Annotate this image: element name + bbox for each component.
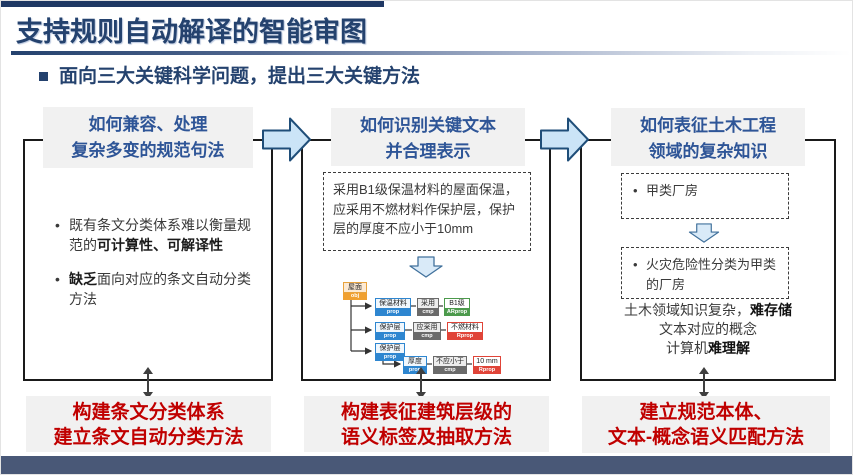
semantic-label-tree: 屋面 obj 保温材料 prop 采用 cmp B1级 ARprop 保护层 p… bbox=[301, 281, 551, 379]
tree-node-tag: prop bbox=[403, 367, 427, 374]
note-bold-text: 难存储 bbox=[750, 302, 792, 318]
column3-header: 如何表征土木工程 领域的复杂知识 bbox=[611, 108, 805, 166]
tree-node-label: 不燃材料 bbox=[447, 322, 483, 333]
tree-node-label: 采用 bbox=[417, 298, 439, 309]
flow-arrow-right-icon bbox=[540, 117, 589, 162]
tree-node: 屋面 obj bbox=[343, 282, 367, 300]
tree-node-label: 厚度 bbox=[403, 356, 427, 367]
bullet2-bold-text: 缺乏 bbox=[69, 270, 97, 287]
column1-content-box bbox=[23, 139, 273, 381]
bullet1-bold-text: 可计算性、可解译性 bbox=[97, 237, 223, 254]
column2-method-line2: 语义标签及抽取方法 bbox=[340, 427, 512, 448]
note-line: 计算机难理解 bbox=[585, 339, 831, 358]
column1-bullet-list: 既有条文分类体系难以衡量规范的可计算性、可解译性 缺乏面向对应的条文自动分类方法 bbox=[53, 215, 261, 322]
column3-note: 土木领域知识复杂，难存储 文本对应的概念 计算机难理解 bbox=[585, 301, 831, 358]
title-divider bbox=[11, 51, 851, 55]
up-down-arrow-icon bbox=[415, 367, 427, 399]
tree-node: 不燃材料 Rprop bbox=[447, 322, 483, 340]
list-item: 既有条文分类体系难以衡量规范的可计算性、可解译性 bbox=[53, 215, 261, 256]
tree-node: 保护层 prop bbox=[375, 343, 405, 361]
column1-method-line1: 构建条文分类体系 bbox=[72, 402, 225, 423]
tree-node-tag: prop bbox=[375, 309, 411, 316]
column1-method-box: 构建条文分类体系 建立条文自动分类方法 bbox=[26, 396, 271, 452]
column3-method-line2: 文本-概念语义匹配方法 bbox=[607, 427, 805, 448]
column2-method-line1: 构建表征建筑层级的 bbox=[340, 402, 512, 423]
tree-node: B1级 ARprop bbox=[444, 298, 470, 316]
tree-node-label: 保护层 bbox=[375, 322, 405, 333]
column3-method-box: 建立规范本体、 文本-概念语义匹配方法 bbox=[582, 396, 830, 453]
top-accent-bar bbox=[1, 1, 384, 7]
column1-header-line2: 复杂多变的规范句法 bbox=[71, 141, 225, 160]
concept-box-1-text: 甲类厂房 bbox=[631, 181, 779, 201]
column3-method-line1: 建立规范本体、 bbox=[639, 402, 773, 423]
tree-node: 采用 cmp bbox=[417, 298, 439, 316]
tree-node-label: 屋面 bbox=[343, 282, 367, 293]
slide-title: 支持规则自动解译的智能审图 bbox=[16, 17, 367, 47]
tree-node-tag: cmp bbox=[413, 333, 441, 340]
tree-node-label: 10 mm bbox=[473, 356, 501, 367]
tree-node-tag: Rprop bbox=[473, 367, 501, 374]
tree-node-label: 应采用 bbox=[413, 322, 441, 333]
bullet1-text: 既有条文分类体系难以衡量规范的 bbox=[69, 217, 251, 254]
tree-node-tag: ARprop bbox=[444, 309, 470, 316]
tree-connector-lines bbox=[350, 300, 472, 368]
concept-box-2-text: 火灾危险性分类为甲类的厂房 bbox=[631, 255, 779, 294]
column2-header-line2: 并合理表示 bbox=[385, 142, 471, 161]
tree-node: 保温材料 prop bbox=[375, 298, 411, 316]
tree-node: 应采用 cmp bbox=[413, 322, 441, 340]
note-line: 土木领域知识复杂，难存储 bbox=[585, 301, 831, 320]
tree-node-tag: Rprop bbox=[447, 333, 483, 340]
slide-subtitle: 面向三大关键科学问题，提出三大关键方法 bbox=[59, 66, 421, 87]
tree-node: 厚度 prop bbox=[403, 356, 427, 374]
note-text: 土木领域知识复杂， bbox=[624, 302, 750, 318]
tree-node-tag: cmp bbox=[417, 309, 439, 316]
footer-bar bbox=[1, 456, 852, 474]
tree-node: 10 mm Rprop bbox=[473, 356, 501, 374]
tree-node: 不应小于 cmp bbox=[433, 356, 467, 374]
tree-node-tag: prop bbox=[375, 354, 405, 361]
tree-node-label: 保温材料 bbox=[375, 298, 411, 309]
tree-node-tag: prop bbox=[375, 333, 405, 340]
tree-node-label: 保护层 bbox=[375, 343, 405, 354]
column1-header-line1: 如何兼容、处理 bbox=[88, 115, 208, 134]
down-arrow-icon bbox=[688, 223, 720, 243]
list-item: 缺乏面向对应的条文自动分类方法 bbox=[53, 269, 261, 310]
note-bold-text: 难理解 bbox=[708, 340, 750, 356]
note-line: 文本对应的概念 bbox=[659, 321, 757, 337]
column2-header: 如何识别关键文本 并合理表示 bbox=[331, 108, 525, 166]
down-arrow-icon bbox=[409, 256, 443, 278]
subtitle-bullet-icon bbox=[39, 72, 48, 81]
note-text: 计算机 bbox=[666, 340, 708, 356]
tree-node-tag: obj bbox=[343, 293, 367, 300]
column2-header-line1: 如何识别关键文本 bbox=[360, 116, 496, 135]
concept-box-1: 甲类厂房 bbox=[621, 173, 789, 219]
flow-arrow-right-icon bbox=[262, 117, 311, 162]
clause-sample-text: 采用B1级保温材料的屋面保温，应采用不燃材料作保护层，保护层的厚度不应小于10m… bbox=[333, 182, 518, 236]
up-down-arrow-icon bbox=[142, 367, 154, 399]
tree-node-label: B1级 bbox=[444, 298, 470, 309]
column1-method-line2: 建立条文自动分类方法 bbox=[53, 427, 244, 448]
bullet2-text: 面向对应的条文自动分类方法 bbox=[69, 270, 251, 307]
column2-method-box: 构建表征建筑层级的 语义标签及抽取方法 bbox=[304, 396, 549, 452]
concept-box-2: 火灾危险性分类为甲类的厂房 bbox=[621, 247, 789, 299]
tree-node: 保护层 prop bbox=[375, 322, 405, 340]
clause-sample-box: 采用B1级保温材料的屋面保温，应采用不燃材料作保护层，保护层的厚度不应小于10m… bbox=[323, 172, 531, 251]
up-down-arrow-icon bbox=[698, 367, 710, 399]
column3-header-line1: 如何表征土木工程 bbox=[640, 116, 776, 135]
tree-node-label: 不应小于 bbox=[433, 356, 467, 367]
column3-header-line2: 领域的复杂知识 bbox=[648, 142, 768, 161]
tree-node-tag: cmp bbox=[433, 367, 467, 374]
column1-header: 如何兼容、处理 复杂多变的规范句法 bbox=[43, 107, 253, 168]
